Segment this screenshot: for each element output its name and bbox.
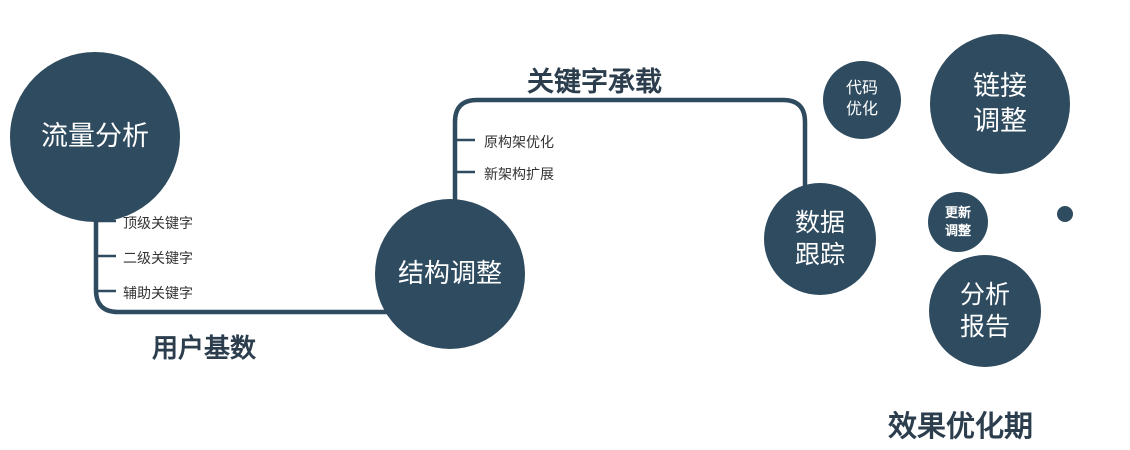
node-data-tracking-line2: 跟踪: [794, 241, 845, 269]
node-link-adjustment-line2: 调整: [973, 106, 1027, 136]
node-link-adjustment: 链接 调整: [930, 34, 1070, 174]
branch-label-auxiliary-keywords: 辅助关键字: [123, 285, 193, 301]
node-data-tracking: 数据 跟踪: [764, 183, 876, 295]
branch-label-secondary-keywords: 二级关键字: [123, 250, 193, 266]
node-analysis-report: 分析 报告: [929, 255, 1041, 367]
node-code-optimization-line2: 优化: [845, 101, 878, 118]
mid-connector-path: [452, 97, 808, 202]
footer-label-effect-period: 效果优化期: [888, 411, 1034, 443]
node-traffic-analysis: 流量分析: [10, 52, 180, 222]
node-structure-adjustment: 结构调整: [375, 199, 525, 349]
bullet-dot: [1057, 206, 1073, 222]
branch-label-original-architecture: 原构架优化: [484, 134, 554, 150]
node-code-optimization: 代码 优化: [823, 61, 901, 139]
connector-group: [93, 97, 808, 315]
node-link-adjustment-line1: 链接: [973, 70, 1027, 101]
node-code-optimization-line1: 代码: [845, 80, 878, 98]
branch-label-top-keywords: 顶级关键字: [123, 215, 193, 231]
left-branch-ticks: [96, 219, 116, 293]
branch-label-new-architecture: 新架构扩展: [484, 166, 554, 182]
node-structure-adjustment-label: 结构调整: [397, 258, 502, 289]
edge-label-user-base: 用户基数: [152, 333, 257, 363]
node-traffic-analysis-label: 流量分析: [41, 121, 149, 152]
node-update-adjustment: 更新 调整: [928, 192, 988, 252]
node-analysis-report-line1: 分析: [959, 280, 1010, 309]
mid-branch-ticks: [455, 138, 475, 174]
edge-label-keyword-carry: 关键字承载: [527, 67, 662, 97]
node-update-adjustment-line1: 更新: [944, 205, 971, 221]
node-update-adjustment-line2: 调整: [944, 223, 971, 238]
node-analysis-report-line2: 报告: [959, 313, 1010, 341]
node-data-tracking-line1: 数据: [794, 208, 845, 237]
